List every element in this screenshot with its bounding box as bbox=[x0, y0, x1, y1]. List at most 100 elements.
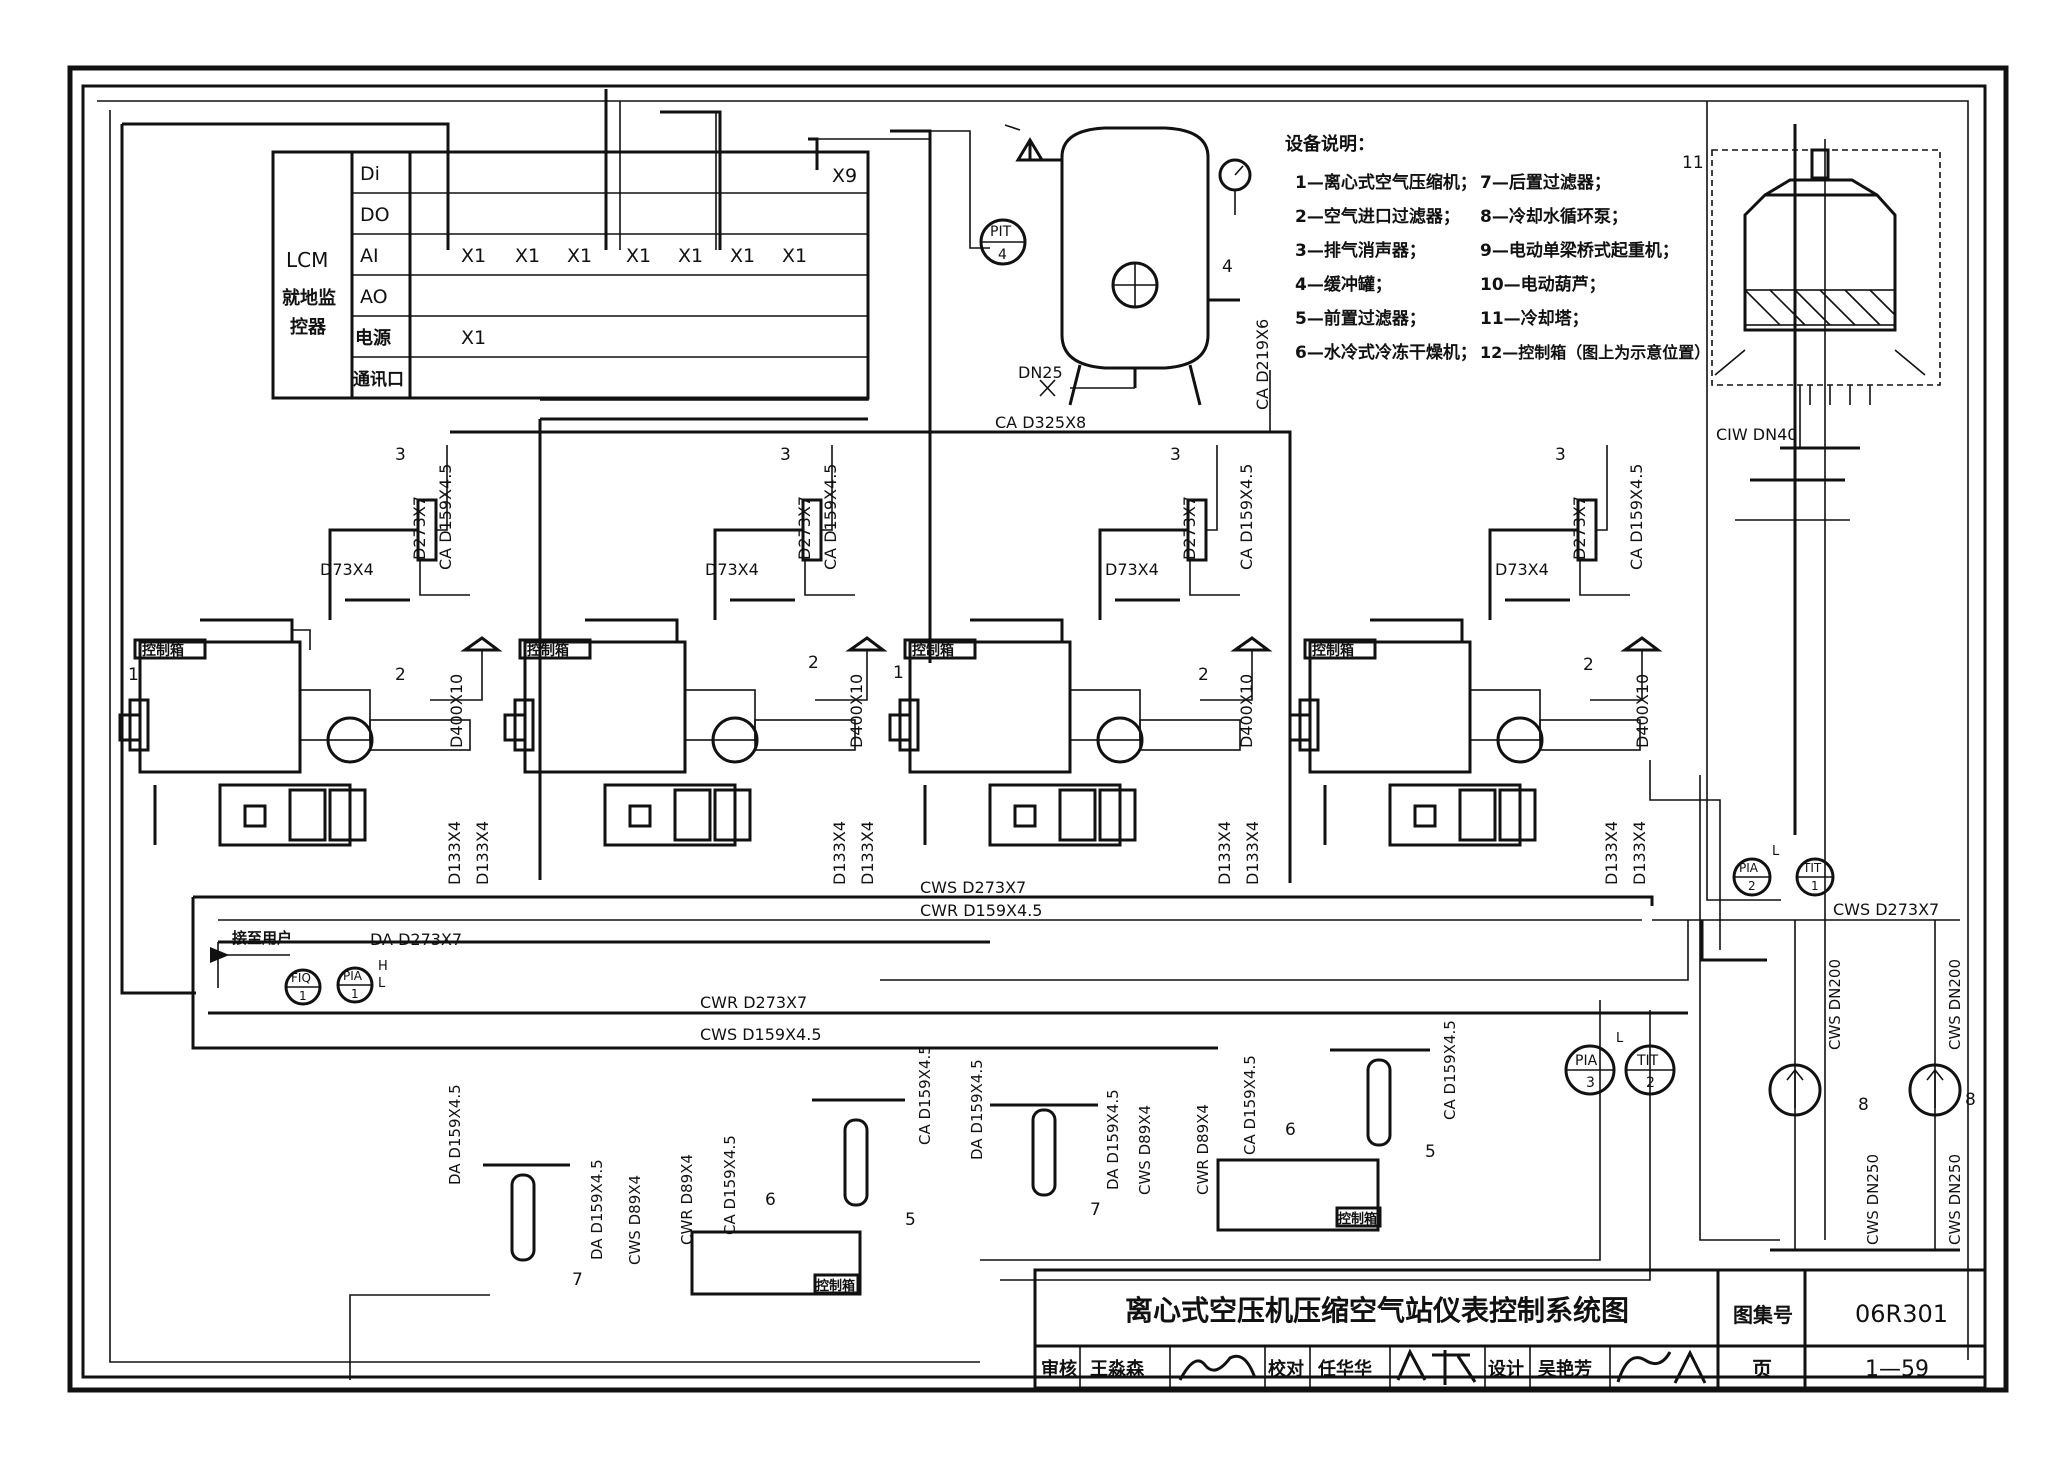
pumps: CWS DN200 CWS DN200 CWS DN250 CWS DN250 bbox=[1768, 959, 1964, 1245]
equipment-legend: 设备说明： 1—离心式空气压缩机； 7—后置过滤器； 2—空气进口过滤器； 8—… bbox=[1285, 133, 1710, 363]
outer-frame bbox=[67, 65, 2009, 1393]
lcm-x9-label: X9 bbox=[832, 165, 857, 187]
cws-d89-label: CWS D89X4 bbox=[626, 1175, 644, 1265]
callout-7: 7 bbox=[1090, 1200, 1101, 1220]
d400-label: D400X10 bbox=[1237, 674, 1256, 748]
x1-label: X1 bbox=[782, 245, 807, 267]
da-d159-label: DA D159X4.5 bbox=[1104, 1089, 1122, 1190]
d273-label: D273X7 bbox=[1570, 496, 1589, 560]
cwr-d273-label: CWR D273X7 bbox=[700, 993, 807, 1012]
legend-item: 9—电动单梁桥式起重机； bbox=[1480, 240, 1679, 261]
x1-label: X1 bbox=[461, 327, 486, 349]
cooling-tower: CIW DN40 bbox=[1711, 148, 1941, 444]
legend-item: 11—冷却塔； bbox=[1480, 308, 1589, 329]
lcm-row-do: DO bbox=[360, 204, 390, 226]
da-d159-label: DA D159X4.5 bbox=[588, 1159, 606, 1260]
compressor-unit-2: 控制箱 bbox=[503, 618, 856, 847]
lcm-x1-labels: X1 X1 X1 X1 X1 X1 X1 X1 bbox=[461, 245, 807, 349]
control-box-label: 控制箱 bbox=[142, 642, 184, 659]
compressor-unit-4: 控制箱 bbox=[1288, 618, 1641, 847]
callout-6: 6 bbox=[765, 1190, 776, 1210]
callout-1: 1 bbox=[128, 665, 139, 685]
d400-label: D400X10 bbox=[847, 674, 866, 748]
d400-label: D400X10 bbox=[447, 674, 466, 748]
ca-d325-label: CA D325X8 bbox=[995, 413, 1086, 432]
dn25-label: DN25 bbox=[1018, 363, 1063, 382]
control-box-label: 控制箱 bbox=[912, 642, 954, 659]
d73-label: D73X4 bbox=[320, 560, 374, 579]
da-d273-label: DA D273X7 bbox=[370, 930, 462, 949]
legend-item: 4—缓冲罐； bbox=[1295, 274, 1392, 295]
compressor-unit-3: 控制箱 bbox=[888, 618, 1241, 847]
fiq-1-instrument: FIQ 1 bbox=[284, 968, 322, 1006]
pia-1-instrument: PIA 1 H L bbox=[336, 959, 388, 1004]
d133-label: D133X4 bbox=[473, 821, 492, 885]
cws-dn250-label: CWS DN250 bbox=[1946, 1154, 1964, 1245]
pia-label: PIA bbox=[1739, 861, 1759, 875]
callout-3: 3 bbox=[395, 445, 406, 465]
cwr-d89-label: CWR D89X4 bbox=[1194, 1104, 1212, 1195]
drawing-title: 离心式空压机压缩空气站仪表控制系统图 bbox=[1125, 1294, 1629, 1327]
pit-4-instrument: PIT 4 bbox=[979, 218, 1027, 266]
callout-3: 3 bbox=[1555, 445, 1566, 465]
pia-high: H bbox=[378, 959, 388, 974]
callout-3: 3 bbox=[780, 445, 791, 465]
callout-7: 7 bbox=[572, 1270, 583, 1290]
tit-2-instrument: TIT 2 bbox=[1624, 1044, 1676, 1096]
cws-d89-label: CWS D89X4 bbox=[1136, 1105, 1154, 1195]
callouts: 1 1 2 2 2 2 3 3 3 3 4 5 5 6 6 7 7 8 8 11 bbox=[128, 153, 1976, 1290]
cws-dn200-label: CWS DN200 bbox=[1946, 959, 1964, 1050]
fiq-label: FIQ bbox=[291, 971, 311, 985]
pia-low: L bbox=[1772, 844, 1780, 859]
d133-label: D133X4 bbox=[1243, 821, 1262, 885]
d400-label: D400X10 bbox=[1633, 674, 1652, 748]
callout-8: 8 bbox=[1858, 1095, 1869, 1115]
cws-d159-label: CWS D159X4.5 bbox=[700, 1025, 822, 1044]
d133-label: D133X4 bbox=[445, 821, 464, 885]
da-d159-label: DA D159X4.5 bbox=[446, 1084, 464, 1185]
callout-3: 3 bbox=[1170, 445, 1181, 465]
legend-item: 10—电动葫芦； bbox=[1480, 274, 1606, 295]
legend-title: 设备说明： bbox=[1285, 133, 1375, 155]
check-label: 校对 bbox=[1268, 1358, 1304, 1380]
filters bbox=[483, 1048, 1430, 1262]
ca-d159-label: CA D159X4.5 bbox=[1627, 464, 1646, 570]
designer-signature bbox=[1616, 1349, 1707, 1384]
ca-d219-label: CA D219X6 bbox=[1253, 319, 1272, 410]
cwr-d89-label: CWR D89X4 bbox=[678, 1154, 696, 1245]
cwr-d159-label: CWR D159X4.5 bbox=[920, 901, 1042, 920]
d273-label: D273X7 bbox=[410, 496, 429, 560]
d73-label: D73X4 bbox=[1495, 560, 1549, 579]
dryer-left: 控制箱 bbox=[690, 1230, 862, 1296]
x1-label: X1 bbox=[461, 245, 486, 267]
cws-dn250-label: CWS DN250 bbox=[1864, 1154, 1882, 1245]
tit-1-instrument: TIT 1 bbox=[1795, 857, 1835, 897]
d73-label: D73X4 bbox=[705, 560, 759, 579]
lcm-row-ao: AO bbox=[360, 286, 388, 308]
compressor-units: 控制箱 控制箱 bbox=[118, 618, 1641, 847]
callout-2: 2 bbox=[1583, 655, 1594, 675]
legend-item: 2—空气进口过滤器； bbox=[1295, 206, 1460, 227]
d133-label: D133X4 bbox=[1602, 821, 1621, 885]
pia-low: L bbox=[1616, 1031, 1624, 1046]
d273-label: D273X7 bbox=[1180, 496, 1199, 560]
dryer-pipe-labels: DA D159X4.5 DA D159X4.5 CWS D89X4 CWR D8… bbox=[446, 1020, 1459, 1265]
to-user-label: 接至用户 bbox=[232, 929, 292, 947]
cws-dn200-label: CWS DN200 bbox=[1826, 959, 1844, 1050]
lcm-controller-table: LCM 就地监 控器 Di DO AI AO 电源 通讯口 X9 X1 X1 X… bbox=[271, 150, 870, 400]
control-box-label: 控制箱 bbox=[816, 1278, 855, 1294]
checker-signature bbox=[1396, 1348, 1477, 1385]
discharge-silencers bbox=[328, 445, 1663, 701]
legend-item: 12—控制箱（图上为示意位置） bbox=[1480, 343, 1710, 362]
callout-1: 1 bbox=[893, 663, 904, 683]
cws-d273-right-label: CWS D273X7 bbox=[1833, 900, 1939, 919]
pia-number: 1 bbox=[351, 987, 359, 1001]
callout-6: 6 bbox=[1285, 1120, 1296, 1140]
d133-label: D133X4 bbox=[858, 821, 877, 885]
header-labels: CWS D273X7 CWR D159X4.5 接至用户 DA D273X7 C… bbox=[209, 878, 1939, 1044]
reviewer-name: 王淼森 bbox=[1090, 1358, 1145, 1380]
pia-label: PIA bbox=[1575, 1053, 1598, 1069]
lcm-row-comm: 通讯口 bbox=[353, 370, 404, 390]
d133-label: D133X4 bbox=[1215, 821, 1234, 885]
